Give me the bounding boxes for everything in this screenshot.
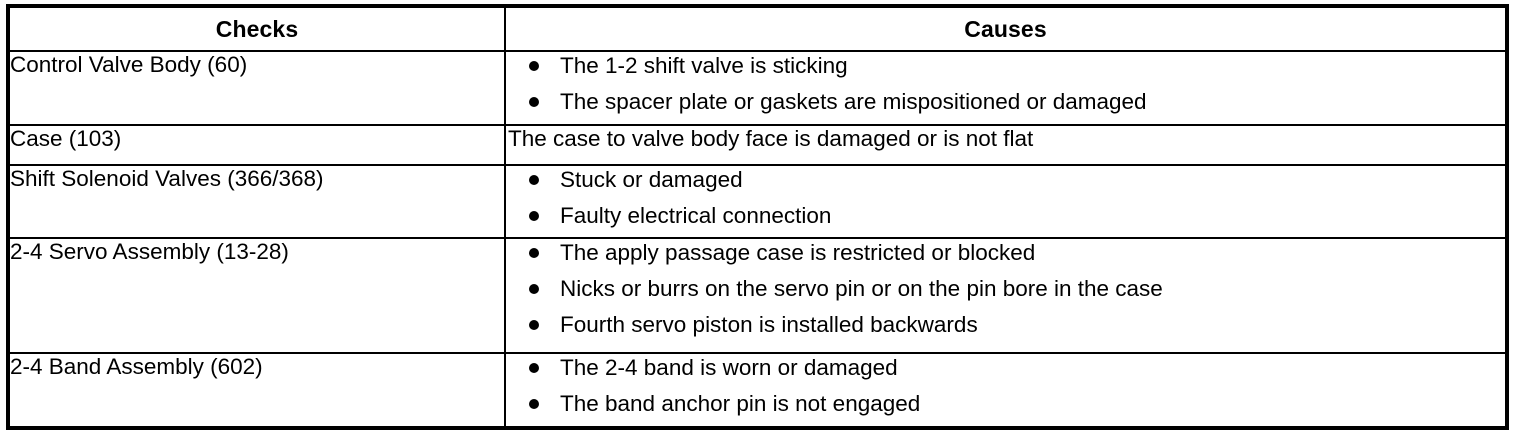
list-item: Nicks or burrs on the servo pin or on th… — [506, 275, 1505, 302]
cause-text: The 1-2 shift valve is sticking — [560, 53, 848, 78]
check-item-name: 2-4 Servo Assembly (13-28) — [7, 237, 506, 355]
table-row: 2-4 Servo Assembly (13-28) The apply pas… — [7, 237, 1508, 355]
list-item: Stuck or damaged — [506, 166, 1505, 193]
cause-text: The case to valve body face is damaged o… — [508, 125, 1034, 151]
causes-cell: The case to valve body face is damaged o… — [504, 123, 1508, 166]
table-row: Shift Solenoid Valves (366/368) Stuck or… — [7, 163, 1508, 240]
diagnosis-table: Checks Causes Control Valve Body (60) Th… — [6, 4, 1509, 430]
column-header-causes: Causes — [504, 5, 1508, 52]
list-item: Faulty electrical connection — [506, 202, 1505, 229]
bullet-icon — [529, 248, 539, 259]
bullet-icon — [529, 210, 539, 221]
check-item-name: Shift Solenoid Valves (366/368) — [7, 163, 506, 240]
cause-text: Faulty electrical connection — [560, 202, 832, 228]
table-row: 2-4 Band Assembly (602) The 2-4 band is … — [7, 352, 1508, 429]
cause-text: The band anchor pin is not engaged — [560, 391, 921, 417]
cause-text: The spacer plate or gaskets are misposit… — [560, 89, 1147, 114]
check-item-name: Control Valve Body (60) — [7, 50, 506, 126]
list-item: The apply passage case is restricted or … — [506, 239, 1505, 266]
bullet-icon — [529, 320, 539, 331]
list-item: The spacer plate or gaskets are misposit… — [506, 88, 1505, 115]
check-item-name: Case (103) — [7, 123, 506, 166]
table-header: Checks Causes — [7, 5, 1508, 52]
causes-list: The 2-4 band is worn or damaged The band… — [506, 354, 1505, 417]
list-item: The band anchor pin is not engaged — [506, 390, 1505, 417]
bullet-icon — [529, 284, 539, 295]
table-body: Control Valve Body (60) The 1-2 shift va… — [7, 50, 1508, 429]
causes-list: The 1-2 shift valve is sticking The spac… — [506, 52, 1505, 115]
bullet-icon — [529, 399, 539, 410]
bullet-icon — [529, 61, 539, 71]
bullet-icon — [529, 97, 539, 107]
cause-text: Stuck or damaged — [560, 166, 743, 192]
causes-cell: The 2-4 band is worn or damaged The band… — [504, 352, 1508, 429]
list-item: The 1-2 shift valve is sticking — [506, 52, 1505, 79]
causes-cell: Stuck or damaged Faulty electrical conne… — [504, 163, 1508, 240]
causes-list: Stuck or damaged Faulty electrical conne… — [506, 166, 1505, 229]
bullet-icon — [529, 174, 539, 185]
check-item-name: 2-4 Band Assembly (602) — [7, 352, 506, 429]
causes-list: The apply passage case is restricted or … — [506, 239, 1505, 338]
bullet-icon — [529, 363, 539, 374]
cause-text: The 2-4 band is worn or damaged — [560, 355, 898, 381]
table-row: Control Valve Body (60) The 1-2 shift va… — [7, 50, 1508, 126]
causes-cell: The 1-2 shift valve is sticking The spac… — [504, 50, 1508, 126]
cause-text: Nicks or burrs on the servo pin or on th… — [560, 276, 1163, 302]
list-item: Fourth servo piston is installed backwar… — [506, 311, 1505, 338]
table-row: Case (103) The case to valve body face i… — [7, 123, 1508, 166]
column-header-checks: Checks — [7, 5, 506, 52]
list-item: The 2-4 band is worn or damaged — [506, 354, 1505, 381]
table-header-row: Checks Causes — [7, 5, 1508, 52]
causes-cell: The apply passage case is restricted or … — [504, 237, 1508, 355]
cause-text: The apply passage case is restricted or … — [560, 240, 1036, 266]
cause-text: Fourth servo piston is installed backwar… — [560, 312, 978, 338]
